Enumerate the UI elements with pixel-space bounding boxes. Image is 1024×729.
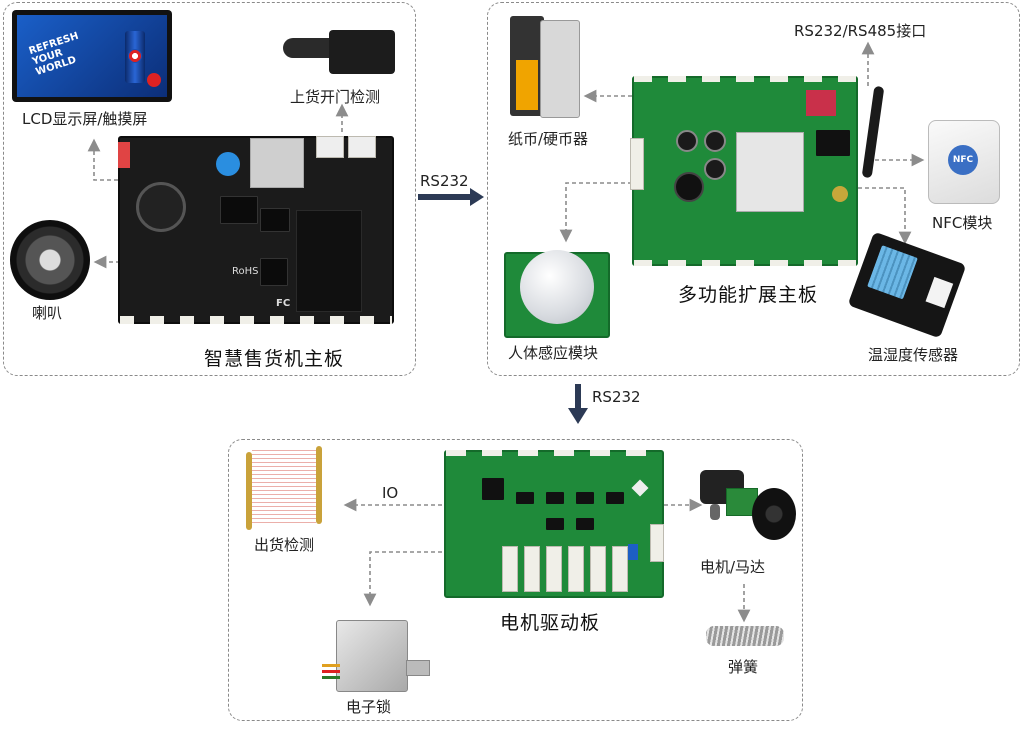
motor-board-group [228, 439, 803, 721]
arrow-main-to-expansion [470, 188, 484, 206]
out-detect-image [246, 446, 322, 530]
arrow-expansion-to-motor [568, 408, 588, 424]
arrow-to-lcd [87, 138, 118, 181]
expansion-board-image [630, 76, 858, 266]
door-sensor-label: 上货开门检测 [290, 88, 381, 106]
body-sensor-label: 人体感应模块 [508, 344, 599, 362]
motor-image [700, 466, 796, 546]
io-label: IO [382, 484, 399, 502]
lcd-screen-image: REFRESH YOUR WORLD [12, 10, 172, 102]
lock-label: 电子锁 [346, 698, 392, 716]
rohs-mark: RoHS [232, 266, 259, 277]
speaker-image [10, 220, 90, 300]
coin-acceptor-label: 纸币/硬币器 [508, 130, 589, 148]
nfc-logo-text: NFC [952, 155, 974, 165]
fc-mark: FC [276, 298, 291, 309]
door-sensor-image [283, 30, 397, 76]
body-sensor-image [504, 250, 610, 338]
can-icon [125, 31, 145, 83]
arrow-to-body-sensor [559, 182, 632, 243]
nfc-label: NFC模块 [932, 214, 993, 232]
out-detect-label: 出货检测 [254, 536, 315, 554]
main-board-image: RoHS FC [118, 136, 394, 324]
motor-board-title: 电机驱动板 [500, 612, 601, 634]
nfc-icon: NFC [948, 145, 978, 175]
nfc-module-image: NFC [928, 120, 1000, 204]
expansion-board-title: 多功能扩展主板 [678, 284, 819, 306]
lcd-label: LCD显示屏/触摸屏 [22, 110, 148, 128]
main-board-title: 智慧售货机主板 [204, 348, 345, 370]
main-board-group [3, 2, 416, 376]
link-expansion-to-motor-label: RS232 [592, 388, 641, 406]
speaker-label: 喇叭 [32, 304, 63, 322]
motor-label: 电机/马达 [700, 558, 766, 576]
lcd-screen-text: REFRESH YOUR WORLD [27, 30, 80, 79]
motor-board-image [444, 450, 664, 598]
coin-acceptor-image [510, 16, 580, 120]
lock-image [322, 620, 430, 692]
arrow-to-temp-sensor [858, 187, 912, 245]
arrow-to-lock [363, 551, 442, 607]
spring-image [706, 626, 784, 646]
spring-label: 弹簧 [728, 658, 759, 676]
temp-sensor-label: 温湿度传感器 [868, 346, 959, 364]
rs-interface-label: RS232/RS485接口 [794, 22, 927, 40]
expansion-board-group [487, 2, 1020, 376]
badge-icon [147, 73, 161, 87]
link-main-to-expansion-label: RS232 [420, 172, 469, 190]
